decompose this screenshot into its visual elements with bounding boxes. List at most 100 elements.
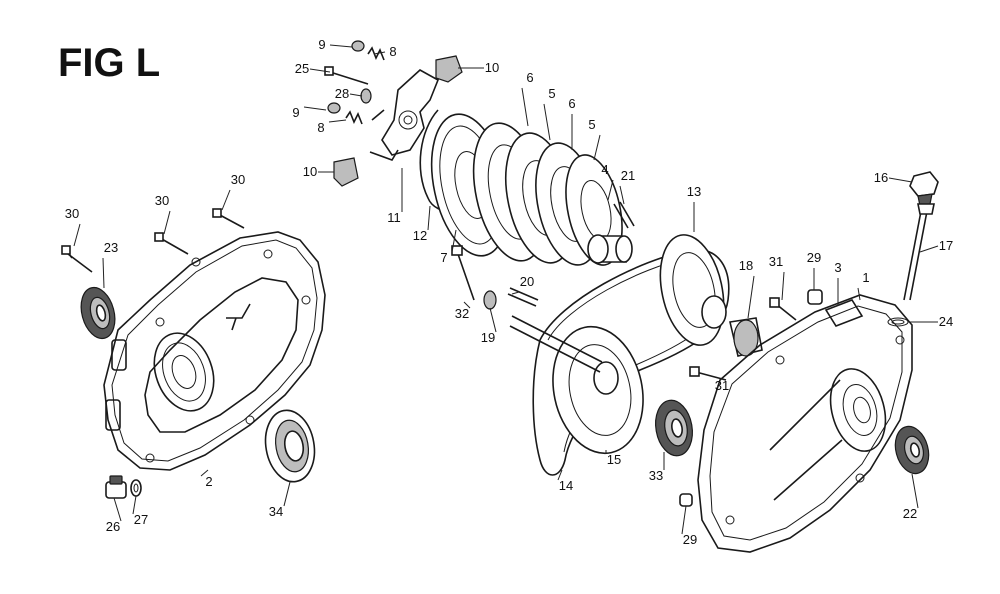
- callout-10: 10: [303, 164, 334, 179]
- bolt-30-left: [61, 245, 93, 273]
- leader-line: [543, 103, 551, 141]
- callout-18: 18: [739, 258, 755, 319]
- leader-line: [329, 44, 353, 48]
- washer-28: [360, 88, 372, 104]
- oil-seal-23: [80, 286, 116, 340]
- leader-line: [283, 481, 291, 507]
- spring-8: [345, 46, 385, 125]
- leader-line: [607, 179, 614, 201]
- callout-14: 14: [557, 469, 573, 493]
- part-number-label: 8: [317, 120, 324, 135]
- callout-33: 33: [649, 452, 665, 483]
- callout-16: 16: [874, 170, 913, 185]
- oil-cap-16: [909, 171, 939, 207]
- part-number-label: 8: [389, 44, 396, 59]
- callout-22: 22: [903, 473, 919, 521]
- leader-line: [747, 275, 755, 319]
- leader-line: [911, 473, 919, 509]
- part-number-label: 21: [621, 168, 635, 183]
- bolt-30-top: [212, 208, 245, 229]
- part-number-label: 9: [318, 37, 325, 52]
- part-number-label: 10: [485, 60, 499, 75]
- part-number-label: 11: [387, 210, 401, 225]
- callout-17: 17: [919, 238, 953, 253]
- part-number-label: 32: [455, 306, 469, 321]
- callout-15: 15: [605, 450, 621, 467]
- callout-6: 6: [568, 96, 576, 150]
- leader-line: [221, 189, 231, 211]
- leader-line: [163, 210, 171, 235]
- bolt-31-top: [769, 297, 797, 321]
- part-number-label: 29: [683, 532, 697, 547]
- small-nut-9: [327, 40, 365, 114]
- right-case: [697, 294, 913, 553]
- bearing-3: [824, 299, 864, 327]
- callout-21: 21: [619, 168, 635, 205]
- bearing-33: [655, 399, 693, 457]
- part-number-label: 23: [104, 240, 118, 255]
- callout-13: 13: [687, 184, 701, 232]
- part-number-label: 24: [939, 314, 953, 329]
- callout-28: 28: [335, 86, 363, 101]
- bolt-30-middle: [154, 232, 189, 255]
- part-number-label: 5: [548, 86, 555, 101]
- washer-19: [483, 290, 497, 310]
- callout-2: 2: [200, 469, 213, 489]
- leader-line: [200, 469, 209, 477]
- leader-line: [888, 177, 913, 183]
- callout-29: 29: [807, 250, 821, 290]
- callout-9: 9: [292, 105, 327, 120]
- part-number-label: 7: [440, 250, 447, 265]
- callout-29: 29: [681, 505, 697, 547]
- part-number-label: 31: [715, 378, 729, 393]
- part-number-label: 6: [568, 96, 575, 111]
- callout-6: 6: [521, 70, 534, 127]
- part-number-label: 15: [607, 452, 621, 467]
- callout-19: 19: [481, 307, 497, 345]
- part-number-label: 30: [65, 206, 79, 221]
- callout-26: 26: [106, 497, 122, 534]
- leader-line: [593, 134, 601, 161]
- leader-line: [373, 51, 386, 55]
- callout-30: 30: [65, 206, 81, 247]
- leader-line: [681, 505, 687, 535]
- clutch-weights: [369, 69, 440, 161]
- callout-27: 27: [132, 495, 148, 527]
- seal-22: [894, 425, 930, 475]
- part-number-label: 30: [231, 172, 245, 187]
- callout-9: 9: [318, 37, 353, 52]
- leader-line: [102, 257, 105, 289]
- part-number-label: 16: [874, 170, 888, 185]
- callout-8: 8: [373, 44, 397, 59]
- leader-line: [521, 87, 529, 127]
- bolt-31-side: [689, 366, 727, 381]
- callout-23: 23: [102, 240, 118, 289]
- callout-20: 20: [511, 274, 534, 295]
- clutch-hub-4: [587, 234, 633, 264]
- callout-7: 7: [440, 229, 457, 265]
- pin-20: [507, 287, 539, 307]
- washer-27: [130, 479, 142, 497]
- part-number-label: 17: [939, 238, 953, 253]
- part-number-label: 31: [769, 254, 783, 269]
- part-number-label: 5: [588, 117, 595, 132]
- part-number-label: 18: [739, 258, 753, 273]
- callout-32: 32: [455, 301, 471, 321]
- part-number-label: 34: [269, 504, 283, 519]
- bolt-25: [324, 66, 369, 85]
- callout-3: 3: [834, 260, 842, 306]
- part-number-label: 6: [526, 70, 533, 85]
- callout-30: 30: [221, 172, 245, 211]
- part-number-label: 9: [292, 105, 299, 120]
- sprocket-13: [659, 234, 727, 346]
- part-number-label: 1: [862, 270, 869, 285]
- leader-line: [309, 68, 331, 73]
- dipstick-17: [903, 203, 935, 301]
- callout-34: 34: [269, 481, 291, 519]
- clutch-shoe-10-top: [435, 55, 463, 83]
- part-number-label: 27: [134, 512, 148, 527]
- part-number-label: 22: [903, 506, 917, 521]
- callout-4: 4: [601, 162, 614, 201]
- bearing-34: [264, 409, 316, 483]
- leader-line: [619, 185, 625, 205]
